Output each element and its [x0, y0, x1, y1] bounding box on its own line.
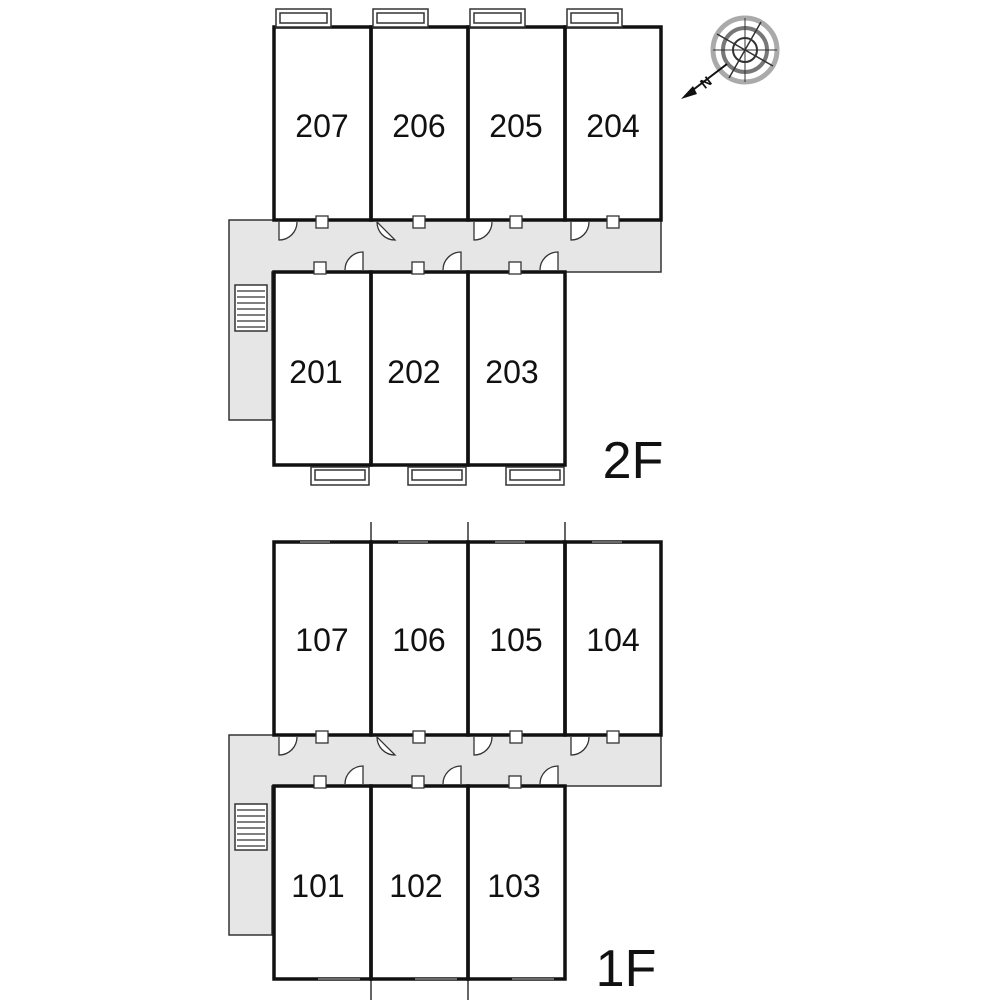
door-icon [376, 730, 426, 756]
corridor-1f [228, 734, 662, 936]
room-label: 202 [387, 354, 440, 390]
door-icon [278, 215, 329, 241]
floor-label-2f: 2F [603, 432, 664, 490]
room-label: 204 [586, 108, 639, 144]
room-label: 103 [487, 868, 540, 904]
door-icon [508, 765, 559, 789]
door-icon [411, 765, 462, 789]
door-icon [473, 730, 523, 756]
room-label: 104 [586, 622, 639, 658]
room-label: 101 [291, 868, 344, 904]
door-icon [570, 215, 620, 241]
door-icon [313, 251, 364, 275]
room-label: 203 [485, 354, 538, 390]
floor-2: 207 206 205 204 201 202 203 2F [228, 8, 664, 490]
floor-1: 107 106 105 104 101 102 103 1F [228, 522, 663, 1000]
door-icon [570, 730, 620, 756]
room-label: 205 [489, 108, 542, 144]
room-label: 107 [295, 622, 348, 658]
floor-label-1f: 1F [596, 940, 657, 998]
door-icon [376, 215, 426, 241]
corridor-2f [228, 219, 662, 421]
room-label: 106 [392, 622, 445, 658]
door-icon [508, 251, 559, 275]
room-label: 206 [392, 108, 445, 144]
door-icon [313, 765, 364, 789]
compass-rose-icon: N [681, 15, 780, 99]
room-label: 201 [289, 354, 342, 390]
room-label: 207 [295, 108, 348, 144]
door-icon [473, 215, 523, 241]
room-label: 102 [389, 868, 442, 904]
staircase-2f [234, 284, 268, 332]
door-icon [278, 730, 329, 756]
staircase-1f [234, 803, 268, 851]
door-icon [411, 251, 462, 275]
room-label: 105 [489, 622, 542, 658]
